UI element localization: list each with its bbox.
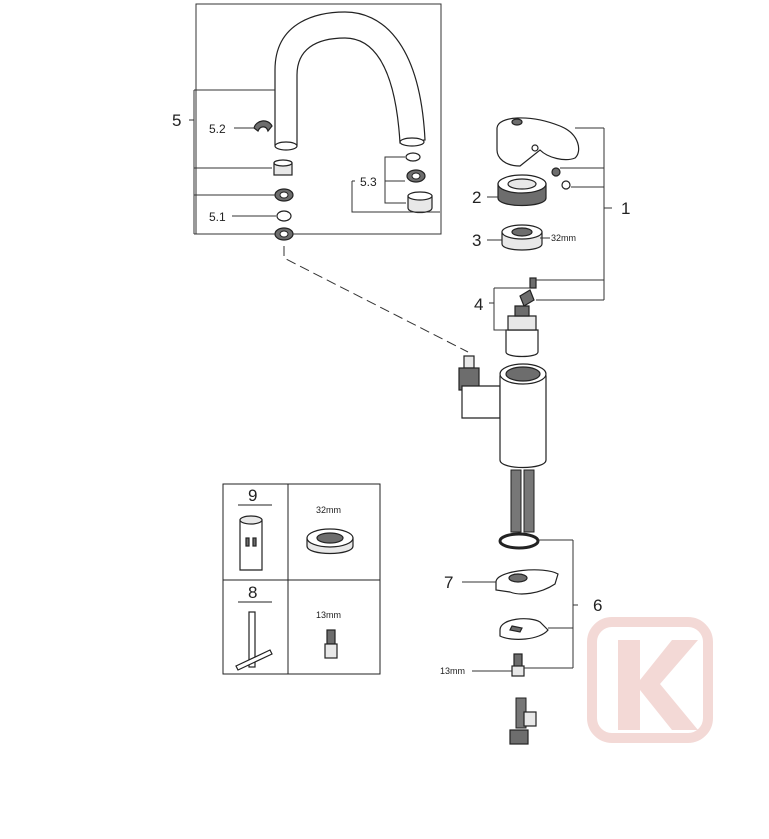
cartridge [505, 305, 539, 358]
threaded-stud [511, 653, 525, 677]
mounting-plate [495, 569, 559, 595]
label-9: 9 [248, 486, 257, 505]
label-3: 3 [472, 231, 481, 250]
label-5-3: 5.3 [360, 175, 377, 189]
leader-lines-5 [189, 89, 440, 235]
label-5-1: 5.1 [209, 210, 226, 224]
label-6: 6 [593, 596, 602, 615]
label-2: 2 [472, 188, 481, 207]
label-8: 8 [248, 583, 257, 602]
faucet-body [458, 355, 547, 469]
label-7: 7 [444, 573, 453, 592]
dashed-connection-line [283, 246, 469, 353]
brand-watermark [587, 617, 713, 743]
label-13mm-stud: 13mm [440, 666, 465, 676]
tool-32mm-label: 32mm [316, 505, 341, 515]
spout-washer-parts [253, 120, 294, 241]
aerator-parts [405, 152, 433, 214]
label-5-2: 5.2 [209, 122, 226, 136]
leader-lines-6-7 [462, 539, 578, 672]
key-tool-8 [235, 611, 273, 671]
hose-connectors [509, 697, 537, 745]
label-4: 4 [474, 295, 483, 314]
fixing-parts [519, 277, 537, 307]
label-5: 5 [172, 111, 181, 130]
spout-detail-box [195, 3, 442, 235]
o-ring [498, 532, 540, 550]
label-1: 1 [621, 199, 630, 218]
spout [274, 11, 426, 151]
lever-handle [496, 117, 580, 190]
hex-nut-32 [501, 224, 543, 251]
tool-13mm-label: 13mm [316, 610, 341, 620]
tool-13mm-stud [324, 629, 338, 659]
fixing-plate [499, 618, 549, 640]
cartridge-tool-9 [239, 515, 263, 571]
leader-lines-1-4 [487, 127, 612, 331]
tool-32mm-ring [306, 528, 354, 555]
tool-table [222, 483, 381, 675]
label-32mm-nut: 32mm [551, 233, 576, 243]
cap-ring [497, 174, 547, 207]
supply-hoses [510, 469, 535, 533]
